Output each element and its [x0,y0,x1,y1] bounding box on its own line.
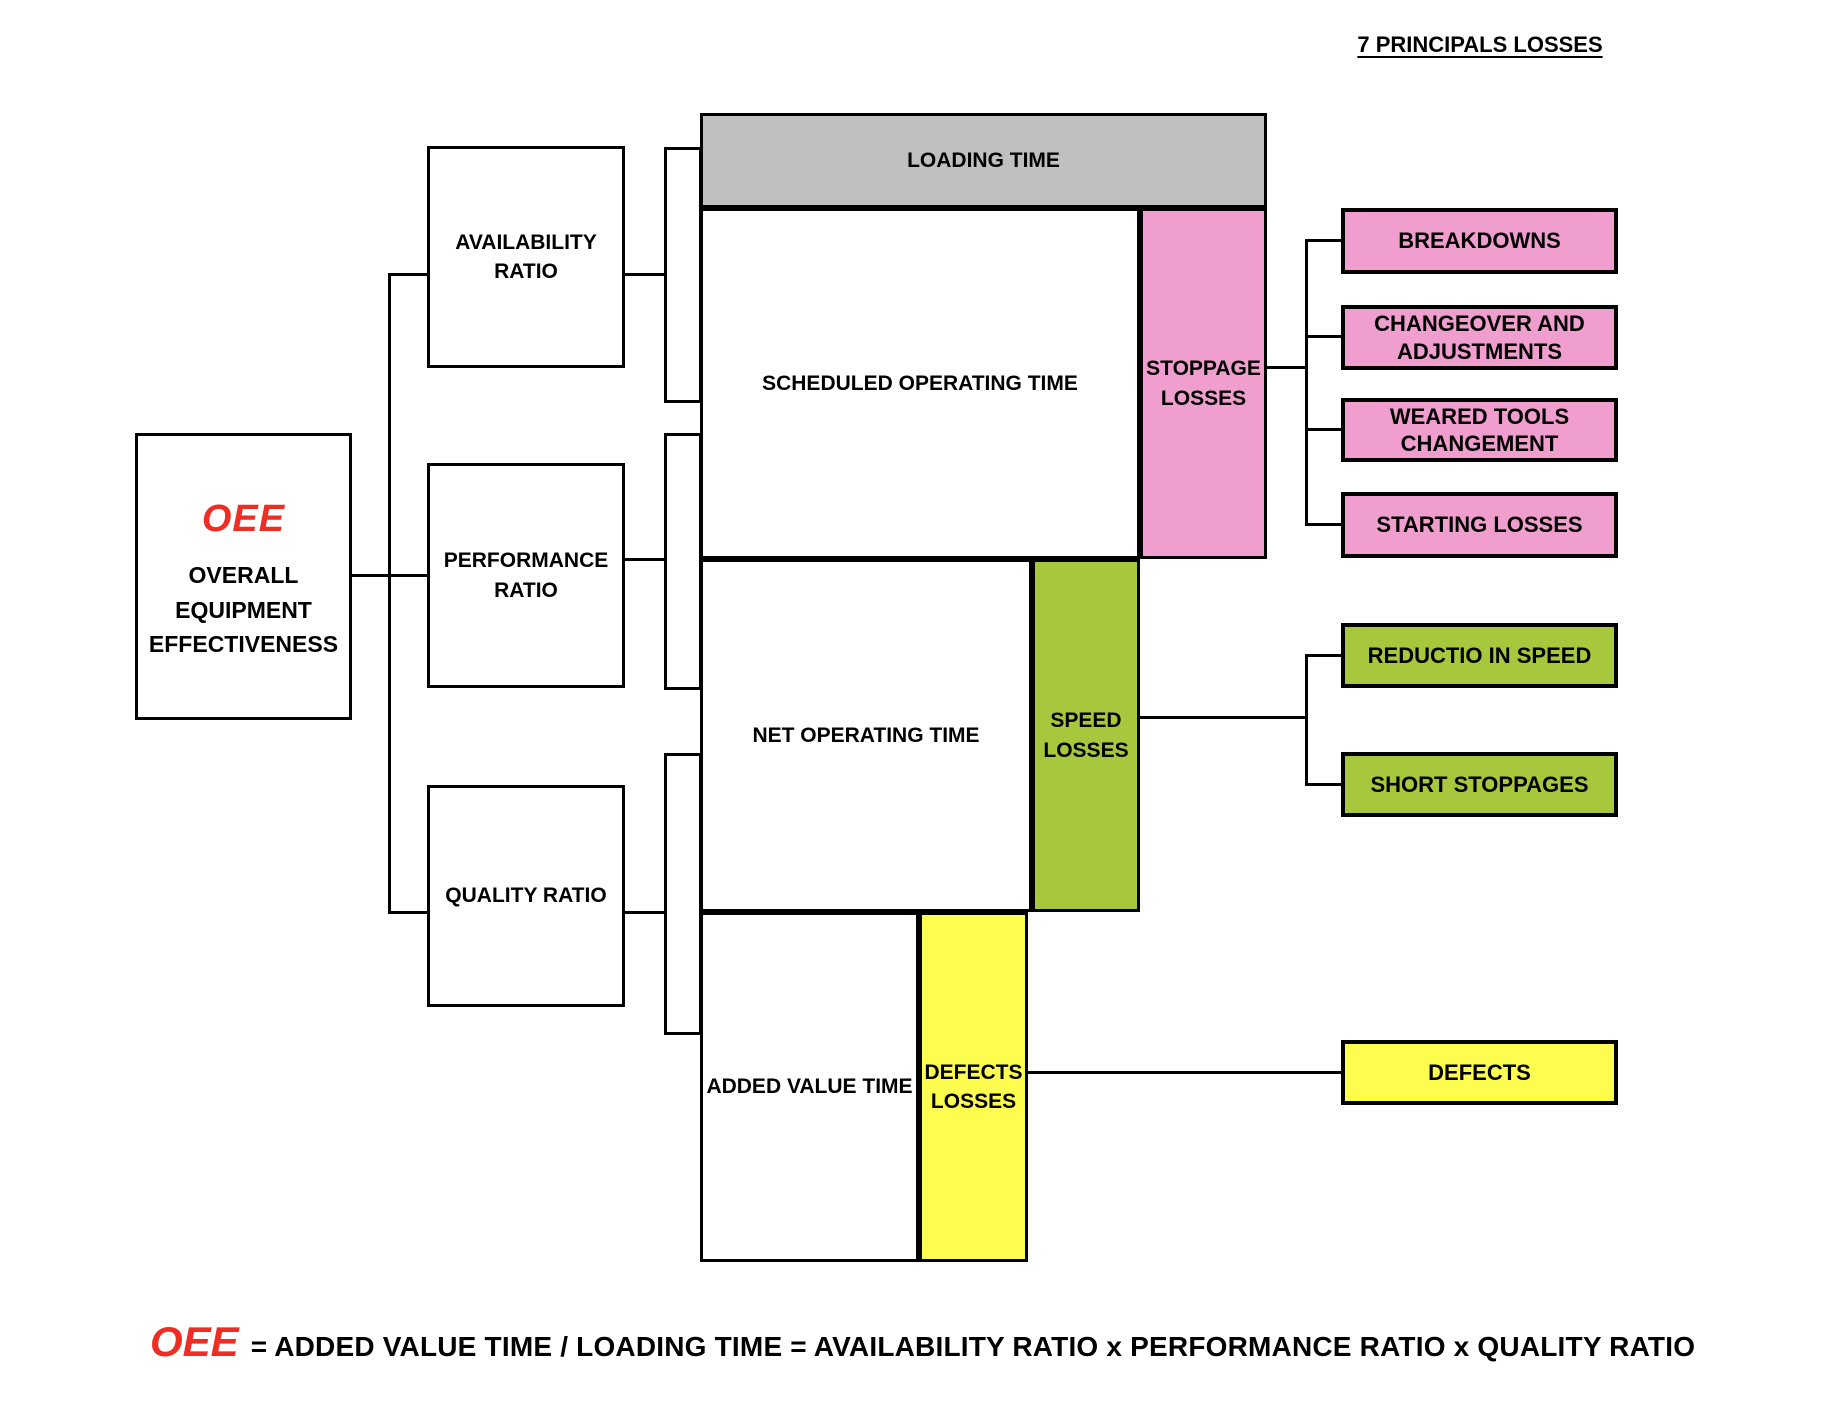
added-value-time-bar: ADDED VALUE TIME [700,912,919,1262]
availability-ratio-box: AVAILABILITY RATIO [427,146,625,368]
connector-availability-bracket [625,273,664,276]
oee-name-line-3: EFFECTIVENESS [148,631,339,658]
formula-expression: = ADDED VALUE TIME / LOADING TIME = AVAI… [250,1331,1696,1362]
speed-spine-line [1305,654,1308,786]
quality-bracket [664,753,702,1035]
connector-defects [1028,1071,1341,1074]
performance-bracket [664,433,702,690]
weared-tools-box: WEARED TOOLS CHANGEMENT [1341,398,1618,462]
connector-quality-bracket [625,911,664,914]
speed-losses-column: SPEED LOSSES [1032,559,1140,912]
starting-losses-box: STARTING LOSSES [1341,492,1618,558]
stub-reduction-speed [1305,654,1341,657]
oee-name-line-2: EQUIPMENT [175,596,312,623]
oee-box: OEE OVERALL EQUIPMENT EFFECTIVENESS [135,433,352,720]
stoppage-losses-column: STOPPAGE LOSSES [1140,208,1267,559]
stub-quality [388,911,427,914]
changeover-adjustments-box: CHANGEOVER AND ADJUSTMENTS [1341,305,1618,370]
oee-acronym: OEE [201,498,286,541]
oee-formula: OEE = ADDED VALUE TIME / LOADING TIME = … [150,1318,1710,1366]
breakdowns-box: BREAKDOWNS [1341,208,1618,274]
short-stoppages-box: SHORT STOPPAGES [1341,752,1618,817]
connector-stoppage [1267,366,1305,369]
stub-starting-losses [1305,523,1341,526]
performance-ratio-box: PERFORMANCE RATIO [427,463,625,688]
formula-oee-acronym: OEE [150,1318,239,1365]
stoppage-spine-line [1305,239,1308,526]
loading-time-bar: LOADING TIME [700,113,1267,208]
stub-changeover [1305,335,1341,338]
reduction-in-speed-box: REDUCTIO IN SPEED [1341,623,1618,688]
ratio-spine-line [388,273,391,914]
net-operating-time-bar: NET OPERATING TIME [700,559,1032,912]
defects-losses-column: DEFECTS LOSSES [919,912,1028,1262]
stub-short-stoppages [1305,783,1341,786]
oee-name-line-1: OVERALL [188,562,299,589]
defects-box: DEFECTS [1341,1040,1618,1105]
connector-performance-bracket [625,558,664,561]
availability-bracket [664,147,702,403]
stub-breakdowns [1305,239,1341,242]
page-title: 7 PRINCIPALS LOSSES [1357,32,1603,57]
stub-availability [388,273,427,276]
scheduled-operating-time-bar: SCHEDULED OPERATING TIME [700,208,1140,559]
stub-weared-tools [1305,428,1341,431]
quality-ratio-box: QUALITY RATIO [427,785,625,1007]
connector-speed [1140,716,1305,719]
